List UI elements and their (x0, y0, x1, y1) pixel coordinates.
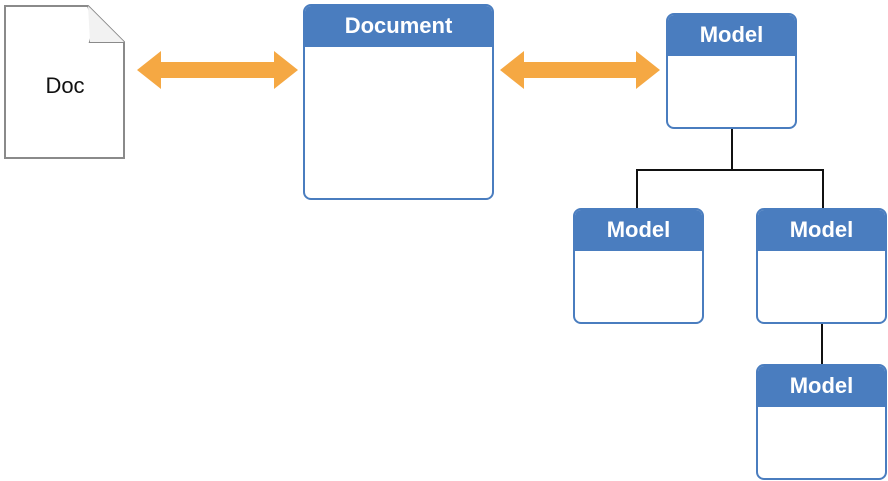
double-arrow-icon (500, 51, 660, 89)
model-box-title: Model (668, 15, 795, 56)
document-box: Document (303, 4, 494, 200)
model-box-left: Model (573, 208, 704, 324)
model-box-right: Model (756, 208, 887, 324)
model-box-title: Model (758, 366, 885, 407)
model-box-top: Model (666, 13, 797, 129)
tree-connector (636, 129, 824, 365)
double-arrow-icon (137, 51, 298, 89)
model-box-bottom: Model (756, 364, 887, 480)
model-box-title: Model (758, 210, 885, 251)
file-icon (4, 5, 125, 159)
model-box-title: Model (575, 210, 702, 251)
document-box-title: Document (305, 6, 492, 47)
file-label: Doc (45, 73, 85, 98)
